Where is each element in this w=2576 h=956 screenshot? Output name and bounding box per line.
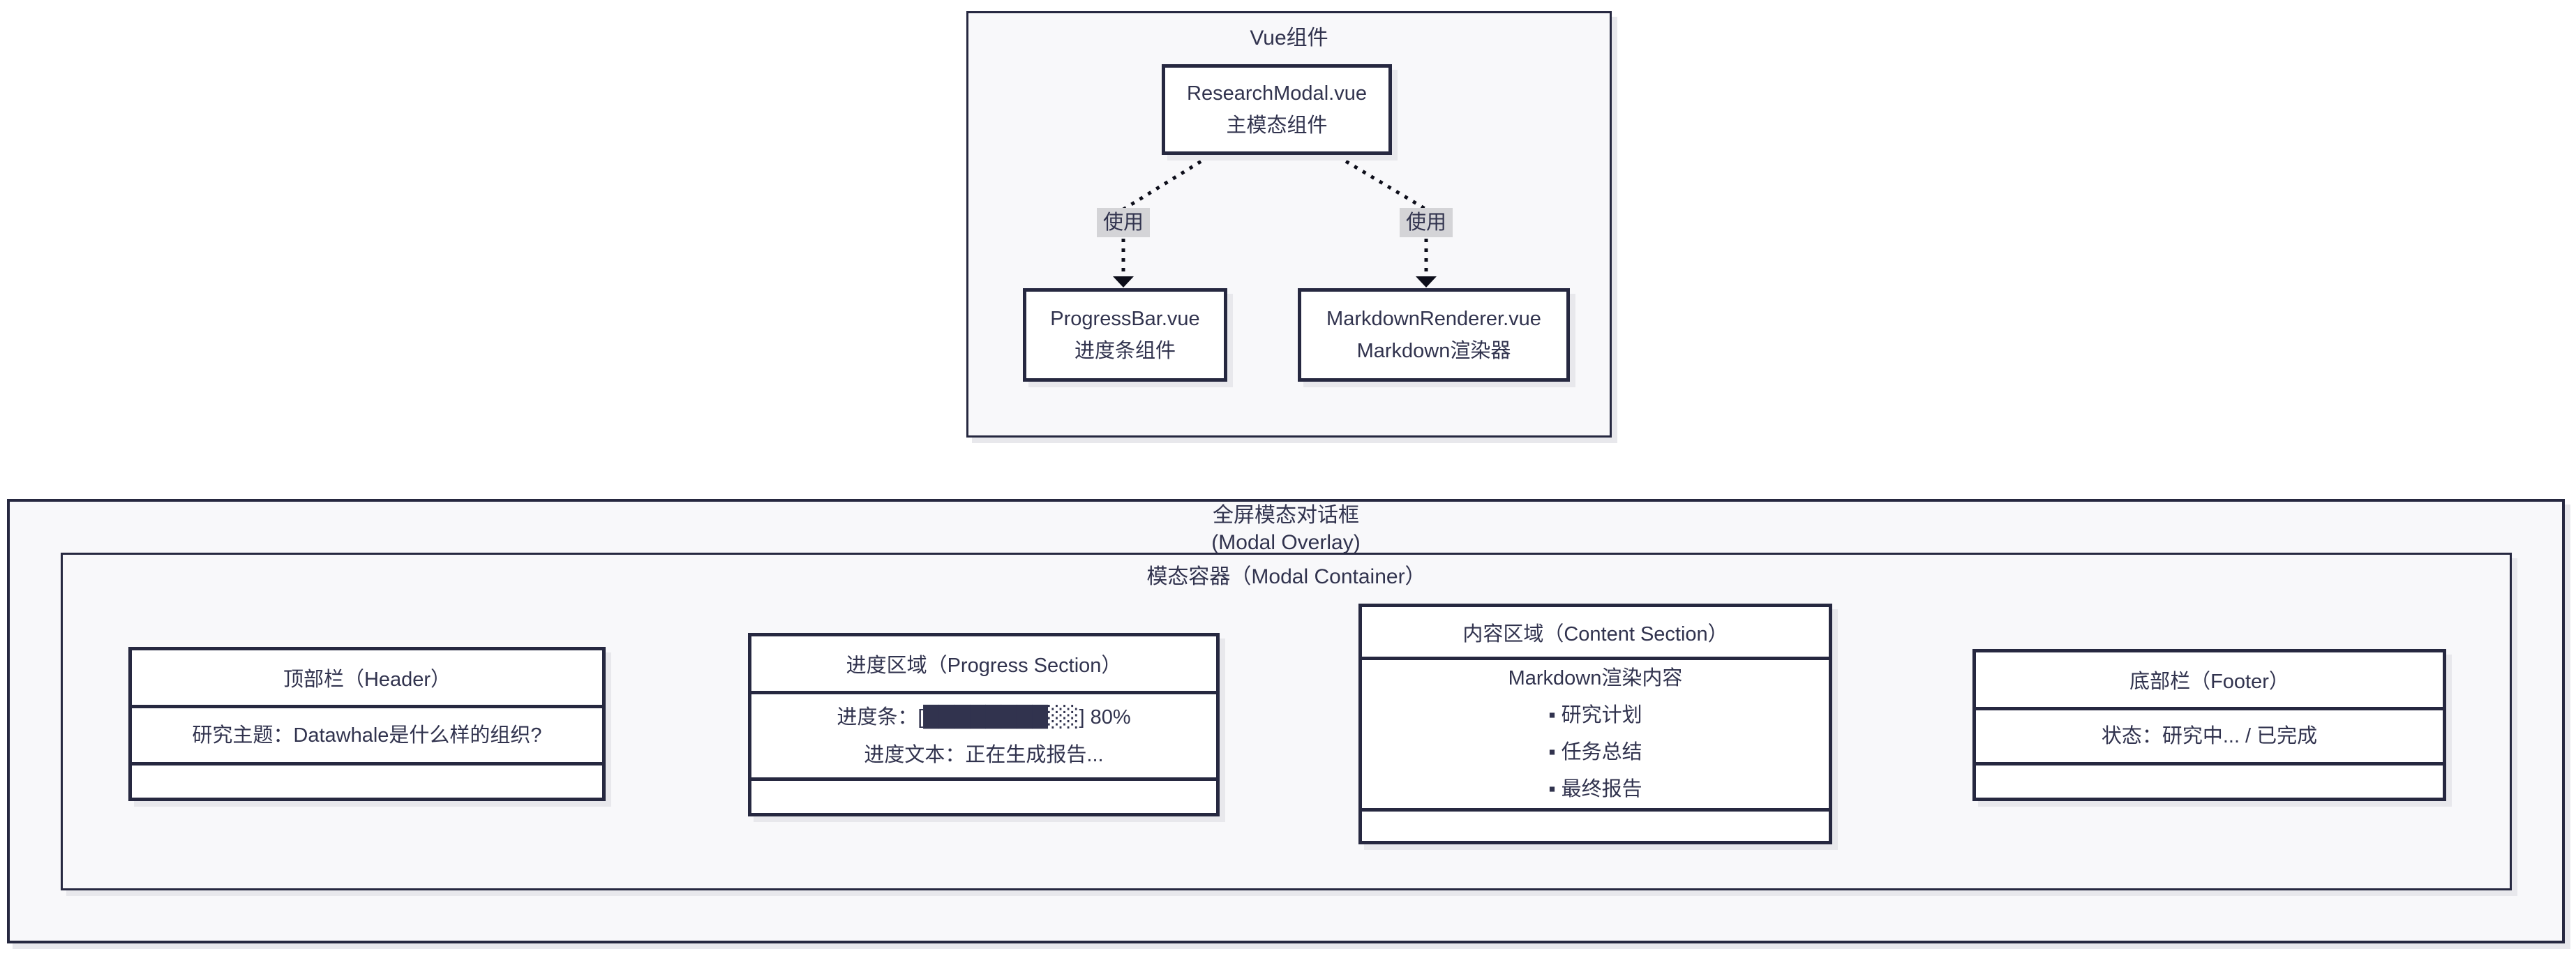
divider — [1976, 707, 2443, 710]
content-line: Markdown渲染内容 — [1508, 667, 1683, 690]
node-modal-footer-title: 底部栏（Footer） — [2129, 671, 2289, 693]
cluster-modal-container-title: 模态容器（Modal Container） — [1146, 565, 1426, 588]
node-research-modal: ResearchModal.vue 主模态组件 — [1162, 64, 1392, 155]
divider — [1362, 657, 1829, 661]
node-foot-spacer — [132, 765, 602, 798]
edge-label-uses-left: 使用 — [1096, 208, 1151, 237]
cluster-vue-title: Vue组件 — [1250, 27, 1328, 50]
node-progress-bar: ProgressBar.vue 进度条组件 — [1023, 288, 1227, 382]
divider — [1976, 762, 2443, 765]
node-foot-spacer — [1976, 765, 2443, 798]
node-progress-section: 进度区域（Progress Section） 进度条：[████████░░] … — [748, 633, 1220, 816]
edge-research-to-markdown-upper — [1336, 154, 1428, 211]
divider — [132, 762, 602, 765]
divider — [1362, 808, 1829, 812]
node-content-section: 内容区域（Content Section） Markdown渲染内容 ▪ 研究计… — [1358, 604, 1832, 844]
node-content-section-title: 内容区域（Content Section） — [1462, 622, 1728, 645]
progress-bar-blocks: ████████░░ — [923, 705, 1079, 729]
cluster-modal-overlay-title: 全屏模态对话框 (Modal Overlay) — [7, 502, 2565, 556]
node-progress-bar-desc: 进度条组件 — [1074, 340, 1176, 362]
overlay-title-line1: 全屏模态对话框 — [1213, 504, 1359, 527]
node-research-modal-desc: 主模态组件 — [1226, 114, 1328, 137]
divider — [132, 705, 602, 708]
edge-research-to-progressbar-upper — [1122, 154, 1211, 211]
node-foot-spacer — [751, 781, 1216, 813]
node-markdown-renderer-name: MarkdownRenderer.vue — [1326, 308, 1541, 330]
node-progress-bar-name: ProgressBar.vue — [1050, 308, 1200, 330]
content-bullet: ▪ 任务总结 — [1548, 741, 1642, 764]
arrowhead-to-markdown — [1416, 276, 1437, 287]
edge-label-uses-right: 使用 — [1399, 208, 1453, 237]
divider — [751, 777, 1216, 781]
progress-bar-percent: ] 80% — [1079, 706, 1131, 729]
node-progress-section-title: 进度区域（Progress Section） — [846, 655, 1122, 677]
node-modal-header-title: 顶部栏（Header） — [283, 669, 451, 691]
divider — [751, 691, 1216, 694]
overlay-title-line2: (Modal Overlay) — [1211, 531, 1361, 554]
node-markdown-renderer-desc: Markdown渲染器 — [1356, 340, 1511, 362]
progress-text-line: 进度文本：正在生成报告... — [864, 744, 1104, 766]
progress-bar-line: 进度条：[████████░░] 80% — [837, 698, 1130, 736]
content-bullet: ▪ 最终报告 — [1548, 778, 1642, 801]
node-research-modal-name: ResearchModal.vue — [1187, 82, 1367, 105]
node-modal-header-text: 研究主题：Datawhale是什么样的组织? — [192, 724, 542, 747]
content-bullet: ▪ 研究计划 — [1548, 704, 1642, 727]
node-modal-footer-text: 状态：研究中... / 已完成 — [2101, 725, 2318, 747]
node-modal-header: 顶部栏（Header） 研究主题：Datawhale是什么样的组织? — [128, 647, 606, 801]
arrowhead-to-progressbar — [1113, 276, 1134, 287]
node-markdown-renderer: MarkdownRenderer.vue Markdown渲染器 — [1298, 288, 1570, 382]
node-foot-spacer — [1362, 812, 1829, 841]
progress-bar-prefix: 进度条：[ — [837, 706, 924, 729]
node-modal-footer: 底部栏（Footer） 状态：研究中... / 已完成 — [1972, 649, 2446, 801]
